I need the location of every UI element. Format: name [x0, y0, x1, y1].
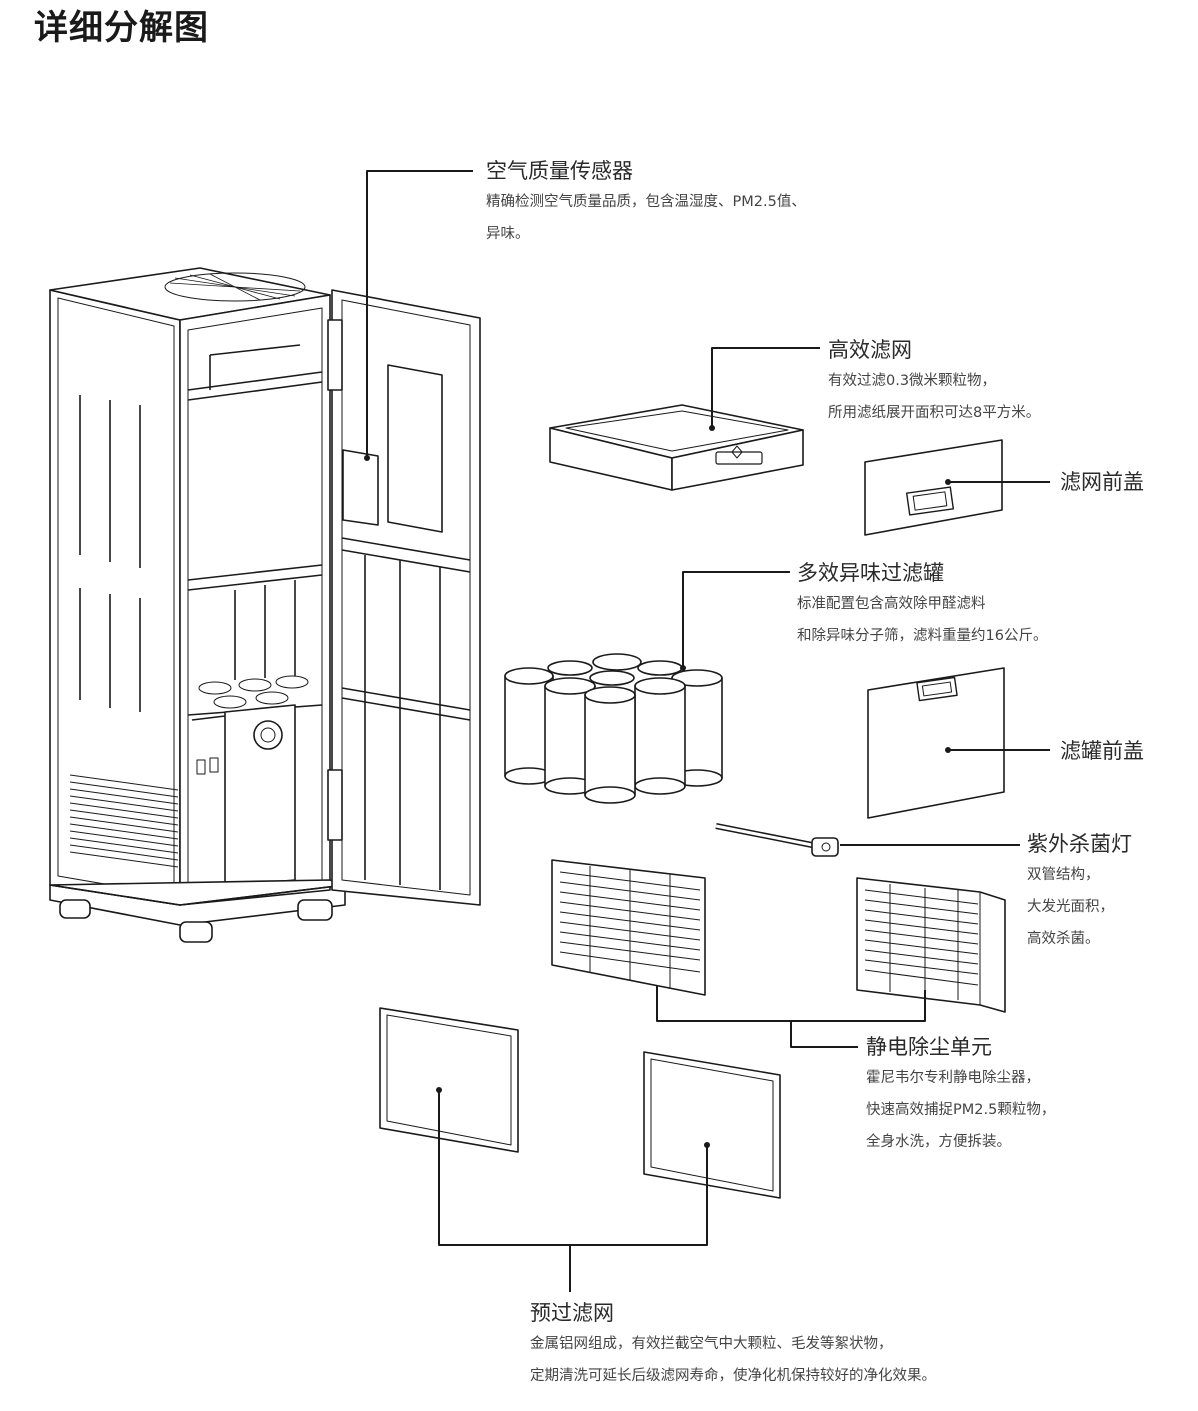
label-title: 多效异味过滤罐	[797, 561, 944, 585]
leader-lines	[366, 170, 1050, 1292]
label-title: 滤罐前盖	[1060, 739, 1144, 763]
label-desc-line: 精确检测空气质量品质，包含温湿度、PM2.5值、	[486, 194, 806, 210]
esp-unit-left	[551, 859, 706, 996]
label-desc-line: 所用滤纸展开面积可达8平方米。	[828, 405, 1041, 421]
label-air-sensor: 空气质量传感器 精确检测空气质量品质，包含温湿度、PM2.5值、 异味。	[486, 156, 806, 250]
uv-lamp	[715, 823, 839, 857]
label-uv-lamp: 紫外杀菌灯 双管结构， 大发光面积， 高效杀菌。	[1027, 829, 1132, 955]
label-desc-line: 高效杀菌。	[1027, 931, 1100, 947]
label-desc-line: 和除异味分子筛，滤料重量约16公斤。	[797, 628, 1048, 644]
label-desc-line: 双管结构，	[1027, 867, 1100, 883]
hepa-filter	[549, 404, 804, 491]
leader-dots	[364, 425, 951, 1148]
label-title: 预过滤网	[530, 1301, 614, 1325]
label-title: 紫外杀菌灯	[1027, 832, 1132, 856]
label-title: 空气质量传感器	[486, 159, 633, 183]
label-desc-line: 大发光面积，	[1027, 899, 1114, 915]
label-esp-unit: 静电除尘单元 霍尼韦尔专利静电除尘器， 快速高效捕捉PM2.5颗粒物， 全身水洗…	[866, 1032, 1055, 1158]
pre-filter-left	[379, 1007, 519, 1153]
label-desc-line: 金属铝网组成，有效拦截空气中大颗粒、毛发等絮状物，	[530, 1336, 893, 1352]
label-title: 滤网前盖	[1060, 470, 1144, 494]
label-desc-line: 快速高效捕捉PM2.5颗粒物，	[866, 1102, 1056, 1118]
label-hepa-cover: 滤网前盖	[1060, 467, 1144, 497]
hepa-front-cover	[864, 439, 1003, 536]
purifier-door	[327, 289, 481, 906]
esp-unit-right	[856, 877, 1006, 1013]
page-title: 详细分解图	[34, 8, 209, 48]
label-desc-line: 有效过滤0.3微米颗粒物，	[828, 373, 997, 389]
canister-front-cover	[867, 667, 1005, 819]
purifier-cabinet	[49, 267, 346, 943]
label-title: 静电除尘单元	[866, 1035, 992, 1059]
label-desc-line: 标准配置包含高效除甲醛滤料	[797, 596, 986, 612]
label-desc-line: 霍尼韦尔专利静电除尘器，	[866, 1070, 1040, 1086]
odor-canisters	[504, 653, 723, 804]
pre-filter-right	[643, 1051, 781, 1199]
label-desc-line: 全身水洗，方便拆装。	[866, 1134, 1011, 1150]
label-canister-cover: 滤罐前盖	[1060, 736, 1144, 766]
label-hepa-filter: 高效滤网 有效过滤0.3微米颗粒物， 所用滤纸展开面积可达8平方米。	[828, 335, 1040, 429]
label-desc-line: 异味。	[486, 226, 530, 242]
label-desc-line: 定期清洗可延长后级滤网寿命，使净化机保持较好的净化效果。	[530, 1368, 936, 1384]
label-title: 高效滤网	[828, 338, 912, 362]
label-canister: 多效异味过滤罐 标准配置包含高效除甲醛滤料 和除异味分子筛，滤料重量约16公斤。	[797, 558, 1047, 652]
label-pre-filter: 预过滤网 金属铝网组成，有效拦截空气中大颗粒、毛发等絮状物， 定期清洗可延长后级…	[530, 1298, 936, 1392]
